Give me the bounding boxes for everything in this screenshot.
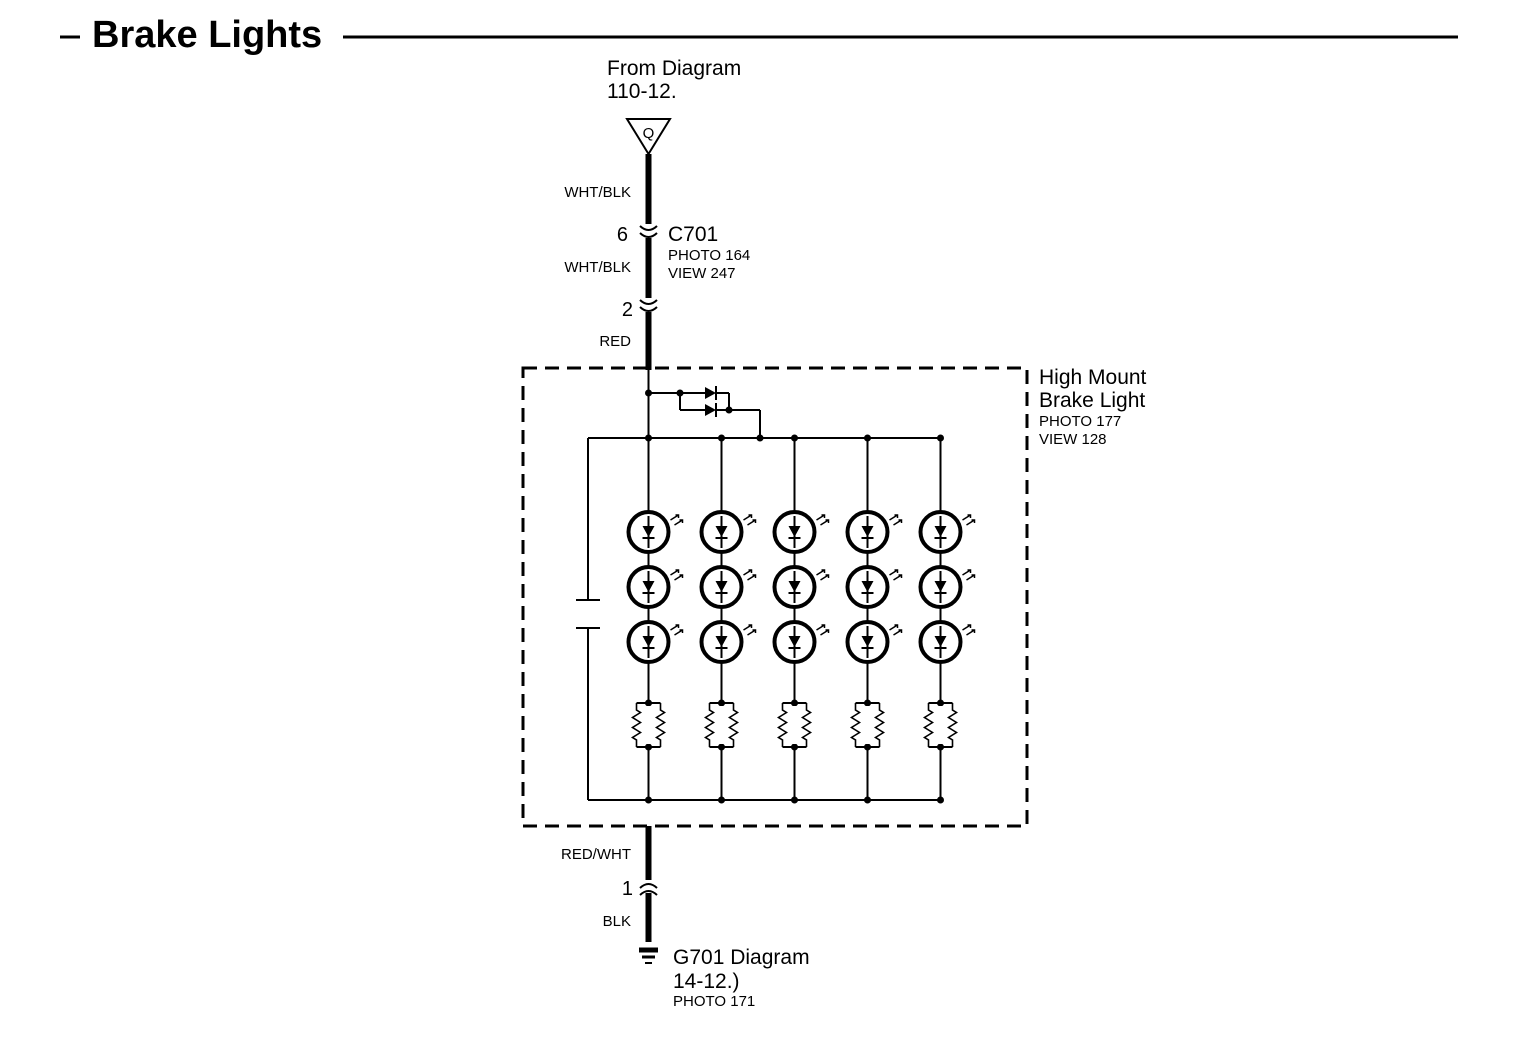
component-boundary [521, 366, 1029, 828]
diode-icon [705, 404, 716, 416]
resistor-icon [630, 699, 667, 751]
led-icon [918, 510, 976, 554]
led-icon [918, 565, 976, 609]
led-icon [626, 565, 684, 609]
led-icon [626, 510, 684, 554]
connector-c701: 6 C701 PHOTO 164 VIEW 247 WHT/BLK 2 RED [564, 223, 750, 350]
led-column [918, 434, 976, 804]
resistor-icon [849, 699, 886, 751]
ground-wire: RED/WHT 1 BLK [561, 826, 658, 942]
source-label-line2: 110-12. [607, 80, 677, 103]
diode-icon [705, 387, 716, 399]
c701-view: VIEW 247 [668, 265, 736, 282]
wire-color-1: WHT/BLK [564, 184, 631, 201]
led-column [626, 434, 684, 804]
ground-photo: PHOTO 171 [673, 993, 755, 1010]
led-icon [772, 565, 830, 609]
wire-color-5: BLK [603, 913, 631, 930]
wire-color-2: WHT/BLK [564, 259, 631, 276]
led-icon [845, 510, 903, 554]
source-label-line1: From Diagram [607, 57, 741, 80]
c701-pin-top: 6 [617, 224, 628, 246]
wire-color-3: RED [599, 333, 631, 350]
high-mount-brake-light: High Mount Brake Light PHOTO 177 VIEW 12… [521, 366, 1147, 828]
diagram-title: Brake Lights [92, 14, 322, 56]
led-icon [772, 510, 830, 554]
led-column [845, 434, 903, 804]
led-icon [918, 620, 976, 664]
c701-name: C701 [668, 223, 718, 246]
led-icon [699, 510, 757, 554]
connector-icon [639, 299, 658, 312]
led-column [772, 434, 830, 804]
led-icon [626, 620, 684, 664]
ground-icon [639, 947, 658, 964]
led-icon [699, 565, 757, 609]
connector-letter: Q [643, 125, 655, 142]
wire-color-4: RED/WHT [561, 846, 631, 863]
component-label-line2: Brake Light [1039, 389, 1145, 412]
ground-connector-pin: 1 [622, 878, 633, 900]
led-icon [845, 620, 903, 664]
c701-pin-bottom: 2 [622, 299, 633, 321]
component-photo: PHOTO 177 [1039, 413, 1121, 430]
resistor-icon [922, 699, 959, 751]
led-icon [845, 565, 903, 609]
led-icon [699, 620, 757, 664]
resistor-icon [703, 699, 740, 751]
led-icon [772, 620, 830, 664]
capacitor-icon [576, 599, 600, 629]
c701-photo: PHOTO 164 [668, 247, 750, 264]
connector-arrow-icon [625, 118, 672, 156]
resistor-icon [776, 699, 813, 751]
connector-icon [639, 225, 658, 238]
connector-icon [639, 883, 658, 896]
led-column [699, 434, 757, 804]
led-matrix [626, 434, 976, 804]
ground-g701: G701 Diagram 14-12.) PHOTO 171 [639, 946, 810, 1010]
component-view: VIEW 128 [1039, 431, 1107, 448]
diagram-header: Brake Lights [60, 14, 1458, 56]
ground-label-line1: G701 Diagram [673, 946, 810, 969]
source-reference: From Diagram 110-12. Q [607, 57, 741, 156]
ground-label-line2: 14-12.) [673, 970, 740, 993]
component-label-line1: High Mount [1039, 366, 1147, 389]
